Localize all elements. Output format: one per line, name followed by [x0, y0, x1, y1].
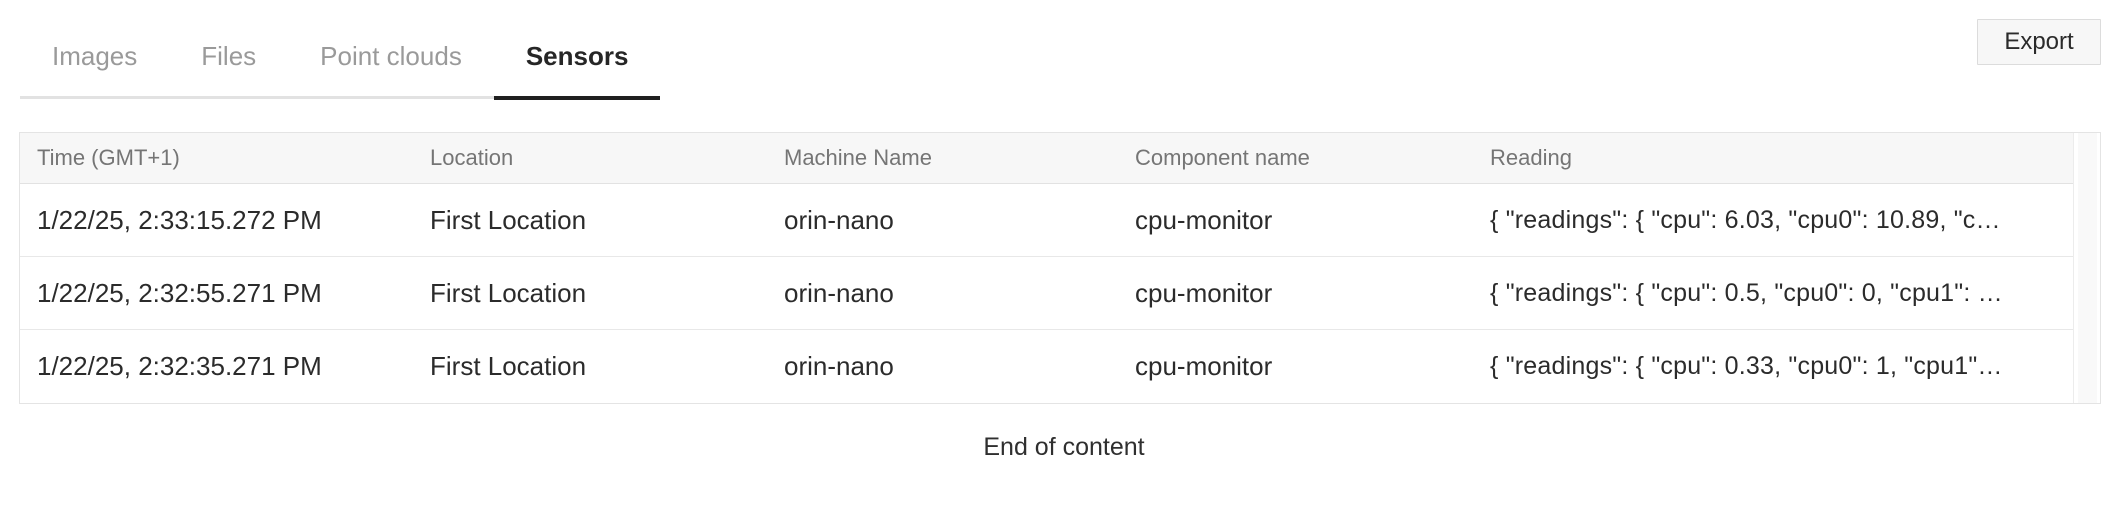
tab-point-clouds[interactable]: Point clouds [288, 16, 494, 96]
column-header-component: Component name [1135, 145, 1310, 170]
tab-files[interactable]: Files [169, 16, 288, 96]
column-header-machine: Machine Name [784, 145, 932, 170]
tab-images[interactable]: Images [20, 16, 169, 96]
cell-component: cpu-monitor [1135, 277, 1273, 308]
cell-location: First Location [430, 351, 587, 381]
table-header-row: Time (GMT+1) Location Machine Name Compo… [20, 133, 2073, 184]
cell-reading: { "readings": { "cpu": 0.5, "cpu0": 0, "… [1490, 278, 2003, 307]
end-of-content-message: End of content [983, 433, 1145, 461]
export-button[interactable]: Export [1977, 19, 2101, 65]
cell-component: cpu-monitor [1135, 204, 1273, 235]
cell-reading: { "readings": { "cpu": 6.03, "cpu0": 10.… [1490, 205, 2001, 234]
table-content: Time (GMT+1) Location Machine Name Compo… [20, 133, 2074, 403]
column-header-location: Location [430, 145, 514, 170]
cell-reading: { "readings": { "cpu": 0.33, "cpu0": 1, … [1490, 352, 2003, 380]
column-header-time: Time (GMT+1) [37, 145, 180, 170]
vertical-scrollbar-track[interactable] [2074, 133, 2100, 403]
cell-time: 1/22/25, 2:32:35.271 PM [37, 351, 322, 381]
cell-time: 1/22/25, 2:33:15.272 PM [37, 204, 322, 235]
tab-bar: Images Files Point clouds Sensors [20, 16, 661, 99]
table-row: 1/22/25, 2:32:35.271 PM First Location o… [20, 330, 2073, 403]
cell-time: 1/22/25, 2:32:55.271 PM [37, 277, 322, 308]
table-row: 1/22/25, 2:33:15.272 PM First Location o… [20, 184, 2073, 257]
top-bar: Images Files Point clouds Sensors Export [0, 0, 2128, 99]
cell-location: First Location [430, 204, 587, 235]
cell-location: First Location [430, 277, 587, 308]
cell-component: cpu-monitor [1135, 351, 1273, 381]
cell-machine: orin-nano [784, 277, 894, 308]
cell-machine: orin-nano [784, 204, 894, 235]
sensor-readings-table: Time (GMT+1) Location Machine Name Compo… [19, 132, 2101, 404]
cell-machine: orin-nano [784, 351, 894, 381]
table-row: 1/22/25, 2:32:55.271 PM First Location o… [20, 257, 2073, 330]
tab-sensors[interactable]: Sensors [494, 16, 661, 96]
column-header-reading: Reading [1490, 145, 1572, 170]
